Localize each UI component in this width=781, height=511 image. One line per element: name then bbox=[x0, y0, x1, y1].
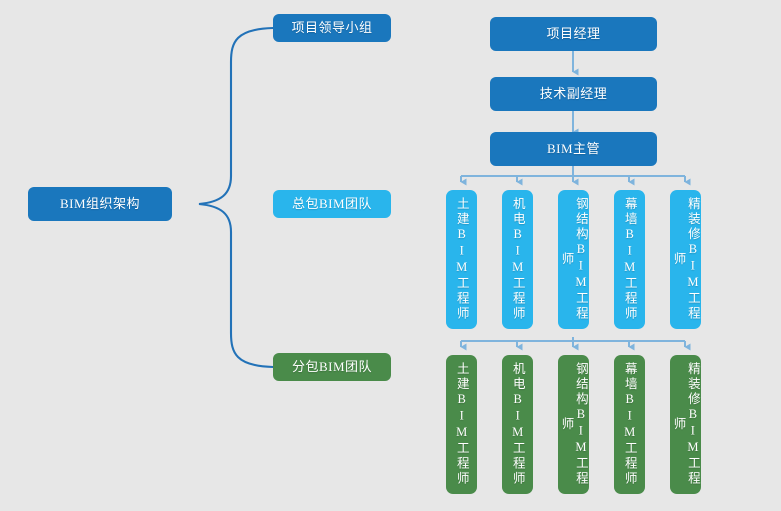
sub-team-node-steel-structure[interactable]: 钢结构BIM工程师 bbox=[558, 355, 589, 494]
chain-node-project-manager[interactable]: 项目经理 bbox=[490, 17, 657, 51]
general-team-node-civil[interactable]: 土建BIM工程师 bbox=[446, 190, 477, 329]
general-team-node-steel-structure[interactable]: 钢结构BIM工程师 bbox=[558, 190, 589, 329]
sub-team-node-civil[interactable]: 土建BIM工程师 bbox=[446, 355, 477, 494]
curly-brace bbox=[198, 26, 275, 369]
general-team-node-curtain-wall[interactable]: 幕墙BIM工程师 bbox=[614, 190, 645, 329]
sub-team-bus bbox=[460, 337, 691, 351]
chain-node-bim-supervisor[interactable]: BIM主管 bbox=[490, 132, 657, 166]
root-node[interactable]: BIM组织架构 bbox=[28, 187, 172, 221]
general-team-bus bbox=[460, 166, 691, 186]
branch-node-sub-bim-team[interactable]: 分包BIM团队 bbox=[273, 353, 391, 381]
sub-team-node-mep[interactable]: 机电BIM工程师 bbox=[502, 355, 533, 494]
sub-team-node-fine-decoration[interactable]: 精装修BIM工程师 bbox=[670, 355, 701, 494]
chain-node-deputy-technical-manager[interactable]: 技术副经理 bbox=[490, 77, 657, 111]
branch-node-general-bim-team[interactable]: 总包BIM团队 bbox=[273, 190, 391, 218]
sub-team-node-curtain-wall[interactable]: 幕墙BIM工程师 bbox=[614, 355, 645, 494]
general-team-node-fine-decoration[interactable]: 精装修BIM工程师 bbox=[670, 190, 701, 329]
general-team-node-mep[interactable]: 机电BIM工程师 bbox=[502, 190, 533, 329]
branch-node-project-leadership[interactable]: 项目领导小组 bbox=[273, 14, 391, 42]
